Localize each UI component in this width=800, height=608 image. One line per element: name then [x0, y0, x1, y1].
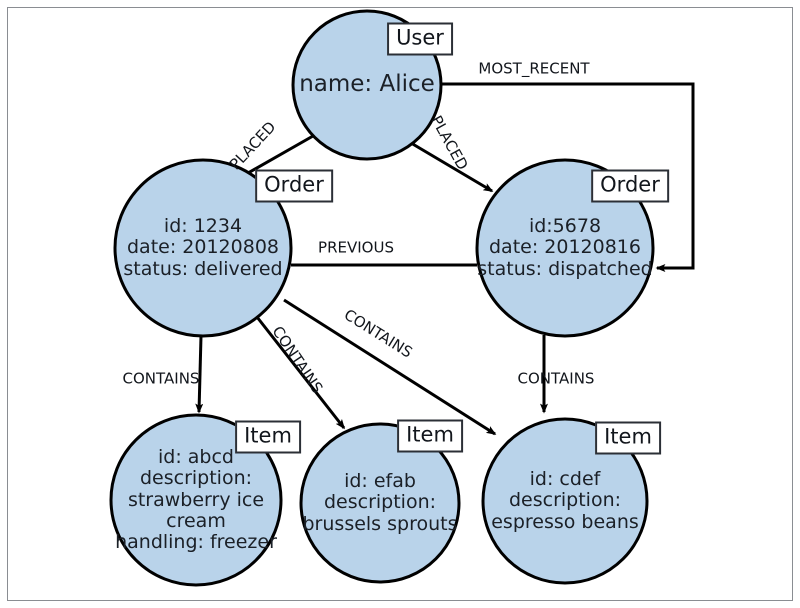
edge-placed-right-line: [410, 141, 494, 193]
edge-label-contains-4: CONTAINS: [517, 369, 595, 388]
edge-contains-1-line: [195, 335, 204, 414]
node-item-efab[interactable]: [299, 422, 461, 584]
edge-most-recent-line: [441, 82, 695, 272]
node-item-cdef[interactable]: [481, 417, 649, 585]
type-label-item-cdef: Item: [595, 421, 661, 455]
edge-contains-3-line: [283, 298, 497, 436]
node-order-5678[interactable]: [475, 158, 655, 338]
edge-label-most-recent: MOST_RECENT: [478, 59, 590, 78]
node-item-abcd[interactable]: [109, 413, 283, 587]
edge-label-contains-1: CONTAINS: [122, 369, 200, 388]
node-order-1234[interactable]: [113, 158, 293, 338]
edge-contains-2-line: [255, 316, 346, 430]
type-label-item-efab: Item: [397, 419, 463, 453]
type-label-order-1234: Order: [255, 169, 333, 203]
type-label-user: User: [387, 22, 453, 56]
edge-label-previous: PREVIOUS: [318, 238, 394, 257]
type-label-order-5678: Order: [591, 169, 669, 203]
type-label-item-abcd: Item: [235, 420, 301, 454]
edge-placed-left-line: [239, 134, 314, 179]
